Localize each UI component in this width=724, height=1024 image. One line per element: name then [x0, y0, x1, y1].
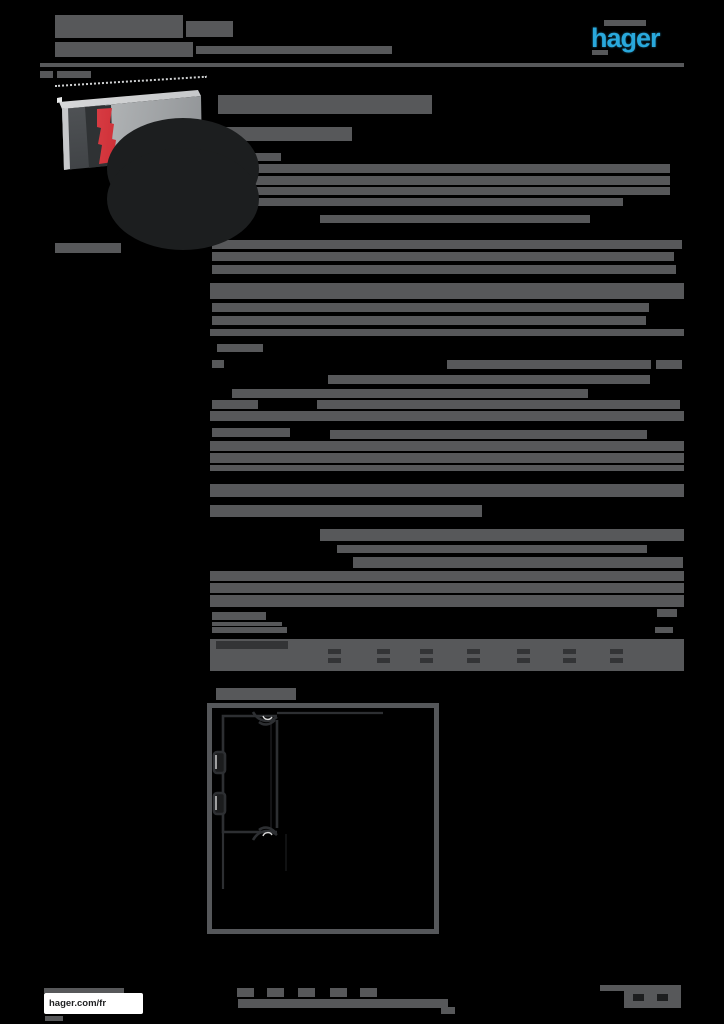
redacted-text-bar	[212, 240, 682, 249]
redacted-text-bar	[600, 985, 625, 991]
redacted-text-bar	[656, 360, 682, 369]
redacted-text-bar	[232, 389, 588, 398]
redacted-text-bar	[212, 176, 670, 185]
footer-dash-mark	[330, 988, 347, 997]
table-cell-mark	[467, 658, 480, 663]
redacted-text-bar	[210, 283, 684, 299]
redacted-text-bar	[212, 187, 670, 195]
footer-dash-mark	[267, 988, 284, 997]
redacted-text-bar	[217, 344, 263, 352]
redacted-text-bar	[210, 453, 684, 463]
redacted-text-bar	[320, 215, 590, 223]
table-cell-mark	[328, 649, 341, 654]
table-cell-mark	[420, 658, 433, 663]
redacted-text-bar	[447, 360, 651, 369]
redacted-text-bar	[212, 428, 290, 437]
header-divider	[40, 63, 684, 67]
redacted-text-bar	[337, 545, 647, 553]
photo-glint	[57, 97, 62, 103]
product-photo	[55, 75, 259, 250]
redacted-text-bar	[210, 465, 684, 471]
redacted-text-bar	[44, 988, 124, 993]
profile-highlights	[215, 715, 273, 837]
redacted-text-bar	[216, 641, 288, 649]
redacted-text-bar	[212, 265, 676, 274]
table-cell-mark	[610, 649, 623, 654]
redacted-text-bar	[320, 529, 684, 541]
spec-table-block	[210, 639, 684, 671]
product-title-bar	[218, 95, 432, 114]
footer-dash-mark	[237, 988, 254, 997]
redacted-text-bar	[212, 612, 266, 620]
redacted-text-bar	[212, 400, 258, 409]
footer-dash-mark	[360, 988, 377, 997]
redacted-text-bar	[604, 20, 646, 26]
redacted-text-bar	[57, 71, 91, 78]
redacted-text-bar	[210, 329, 684, 336]
redacted-text-bar	[210, 505, 482, 517]
table-cell-mark	[517, 658, 530, 663]
redacted-text-bar	[657, 994, 668, 1001]
redacted-text-bar	[196, 46, 392, 54]
doc-title-bar	[55, 15, 183, 38]
redacted-text-bar	[210, 441, 684, 451]
redacted-text-bar	[328, 375, 650, 384]
redacted-text-bar	[317, 400, 680, 409]
redacted-text-bar	[210, 411, 684, 421]
redacted-text-bar	[330, 430, 647, 439]
section-heading-bar	[218, 127, 352, 141]
redacted-text-bar	[655, 627, 673, 633]
photo-screw-dot	[107, 148, 259, 250]
redacted-text-bar	[592, 50, 608, 55]
photo-end-rim	[62, 108, 70, 170]
table-cell-mark	[563, 658, 576, 663]
redacted-text-bar	[212, 622, 282, 626]
footer-right-block	[624, 985, 681, 1008]
dimensions-heading-bar	[216, 688, 296, 700]
footer-dash-mark	[298, 988, 315, 997]
redacted-text-bar	[210, 571, 684, 581]
redacted-text-bar	[45, 1016, 63, 1021]
redacted-text-bar	[441, 1007, 455, 1014]
hager-logo: hager	[591, 23, 661, 53]
table-cell-mark	[377, 649, 390, 654]
redacted-text-bar	[353, 557, 683, 568]
redacted-text-bar	[210, 595, 684, 607]
dimension-drawing	[207, 703, 439, 934]
redacted-text-bar	[210, 484, 684, 497]
redacted-text-bar	[633, 994, 644, 1001]
table-cell-mark	[610, 658, 623, 663]
redacted-text-bar	[212, 303, 649, 312]
sidebar-label-bar	[55, 243, 121, 253]
redacted-text-bar	[210, 583, 684, 593]
table-cell-mark	[420, 649, 433, 654]
drawing-frame	[207, 703, 439, 934]
redacted-text-bar	[212, 164, 670, 173]
redacted-text-bar	[212, 252, 674, 261]
redacted-text-bar	[212, 198, 623, 206]
website-url: hager.com/fr	[49, 998, 107, 1009]
table-cell-mark	[517, 649, 530, 654]
redacted-text-bar	[238, 999, 448, 1008]
photo-perforated-edge	[55, 75, 214, 189]
trunking-profile	[212, 711, 383, 889]
table-cell-mark	[563, 649, 576, 654]
doc-subtitle-bar	[55, 42, 193, 57]
redacted-text-bar	[212, 316, 646, 325]
redacted-text-bar	[212, 360, 224, 368]
table-cell-mark	[467, 649, 480, 654]
redacted-text-bar	[186, 21, 233, 37]
redacted-text-bar	[40, 71, 53, 78]
table-cell-mark	[377, 658, 390, 663]
table-cell-mark	[328, 658, 341, 663]
redacted-text-bar	[657, 609, 677, 617]
redacted-text-bar	[212, 627, 287, 633]
website-link-box[interactable]: hager.com/fr	[44, 993, 143, 1014]
